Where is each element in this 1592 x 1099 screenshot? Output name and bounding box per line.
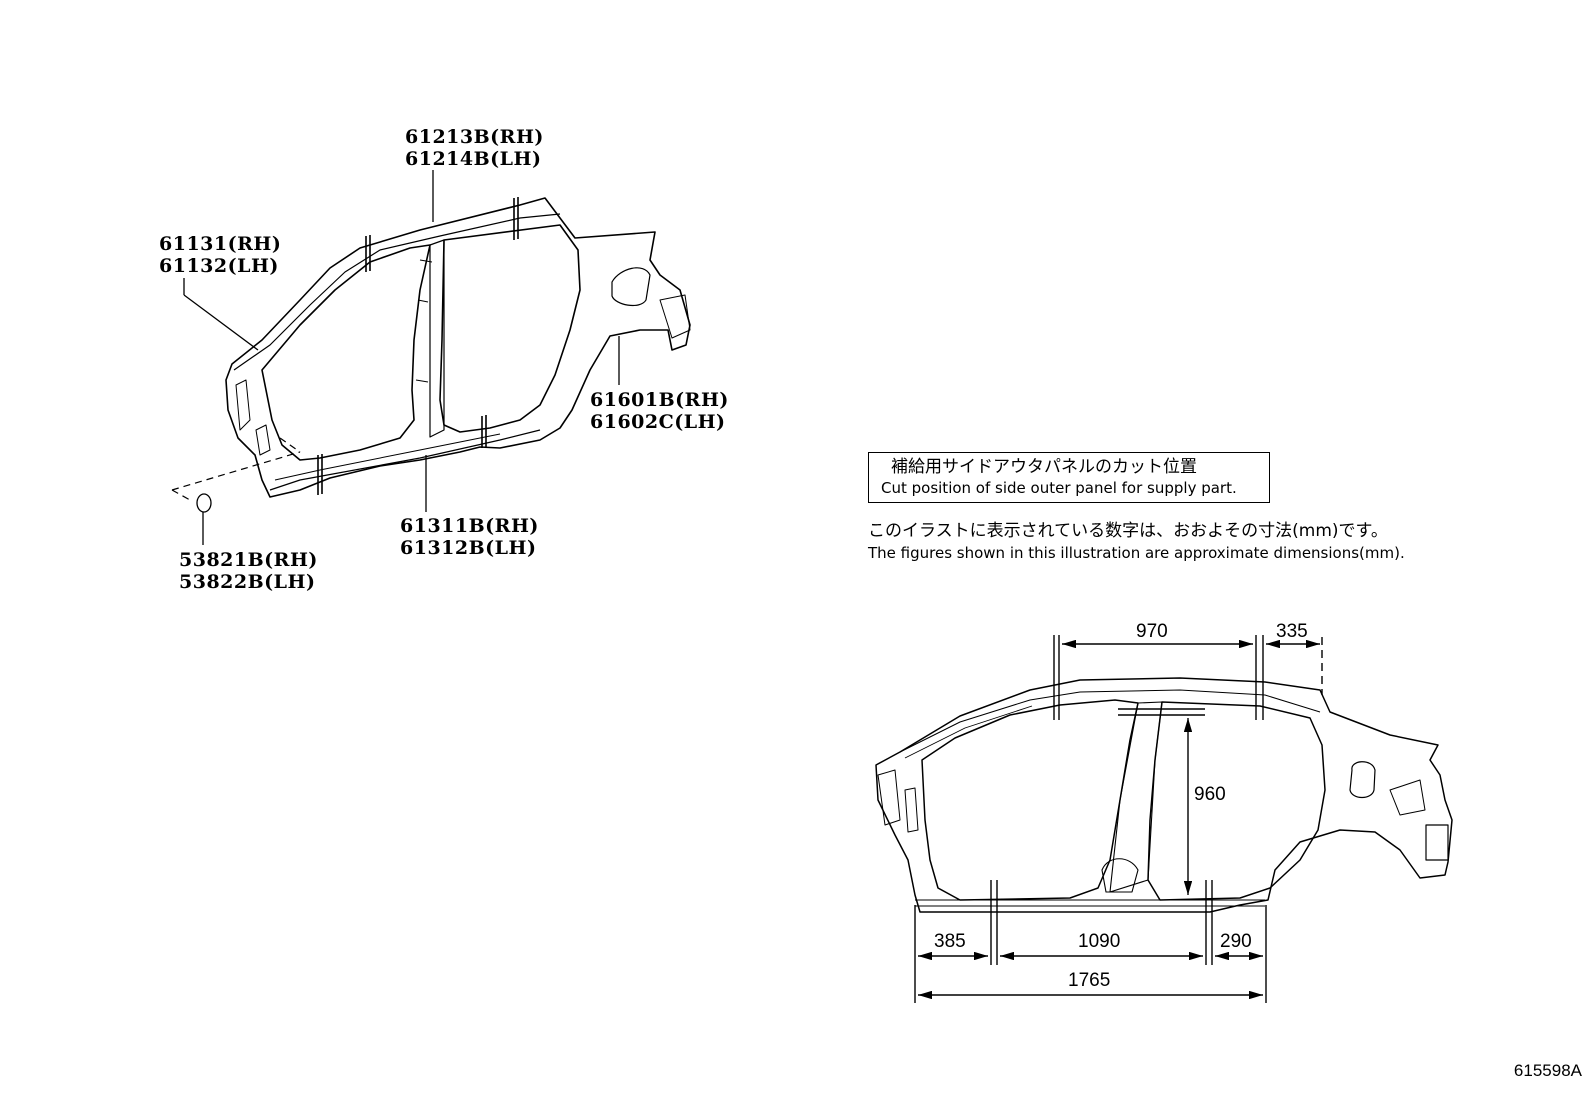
dim-roof-cut-span: 970 bbox=[1136, 621, 1168, 642]
part-number-lh: 61214B(LH) bbox=[405, 148, 542, 170]
dim-rocker-front: 385 bbox=[934, 931, 966, 952]
dim-rocker-middle: 1090 bbox=[1078, 931, 1121, 952]
part-number-rh: 61131(RH) bbox=[159, 233, 282, 255]
part-number-lh: 61602C(LH) bbox=[590, 411, 726, 433]
front-door-opening bbox=[921, 699, 1139, 901]
dim-roof-rear-offset: 335 bbox=[1276, 621, 1308, 642]
clip-part bbox=[196, 493, 212, 513]
legend-text-en: Cut position of side outer panel for sup… bbox=[881, 479, 1237, 497]
part-number-lh: 61312B(LH) bbox=[400, 537, 537, 559]
rear-door-opening bbox=[439, 224, 581, 433]
label-front-pillar: 61131(RH) 61132(LH) bbox=[159, 233, 281, 277]
side-panel-outline bbox=[875, 677, 1453, 913]
part-number-rh: 61311B(RH) bbox=[400, 515, 539, 537]
label-rocker-panel: 61311B(RH) 61312B(LH) bbox=[400, 515, 539, 559]
label-clip: 53821B(RH) 53822B(LH) bbox=[179, 549, 318, 593]
dim-rocker-rear: 290 bbox=[1220, 931, 1252, 952]
part-number-lh: 61132(LH) bbox=[159, 255, 279, 277]
cut-marker bbox=[481, 415, 487, 448]
cut-marker bbox=[365, 235, 371, 272]
dim-overall-length: 1765 bbox=[1068, 970, 1111, 991]
front-door-opening bbox=[261, 244, 431, 461]
label-quarter-panel: 61601B(RH) 61602C(LH) bbox=[590, 389, 729, 433]
rear-door-opening bbox=[1147, 701, 1326, 901]
label-roof-side-rail: 61213B(RH) 61214B(LH) bbox=[405, 126, 544, 170]
dimension-note-jp: このイラストに表示されている数字は、おおよその寸法(mm)です。 bbox=[868, 521, 1388, 541]
part-number-lh: 53822B(LH) bbox=[179, 571, 316, 593]
legend-text-jp: 補給用サイドアウタパネルのカット位置 bbox=[891, 457, 1197, 477]
dimension-lines bbox=[914, 635, 1323, 1003]
dimension-note-en: The figures shown in this illustration a… bbox=[868, 544, 1405, 562]
leader-lines bbox=[183, 170, 620, 545]
part-number-rh: 61601B(RH) bbox=[590, 389, 729, 411]
cut-marker bbox=[513, 197, 519, 240]
part-number-rh: 53821B(RH) bbox=[179, 549, 318, 571]
cut-marker bbox=[317, 454, 323, 495]
illustration-reference-code: 615598A bbox=[1513, 1061, 1582, 1080]
cut-position-legend: 補給用サイドアウタパネルのカット位置 Cut position of side … bbox=[868, 452, 1270, 503]
side-panel-outline bbox=[225, 197, 691, 498]
part-number-rh: 61213B(RH) bbox=[405, 126, 544, 148]
side-panel-illustration bbox=[171, 197, 691, 513]
dimension-illustration bbox=[875, 677, 1453, 913]
dim-b-pillar-height: 960 bbox=[1194, 784, 1226, 805]
